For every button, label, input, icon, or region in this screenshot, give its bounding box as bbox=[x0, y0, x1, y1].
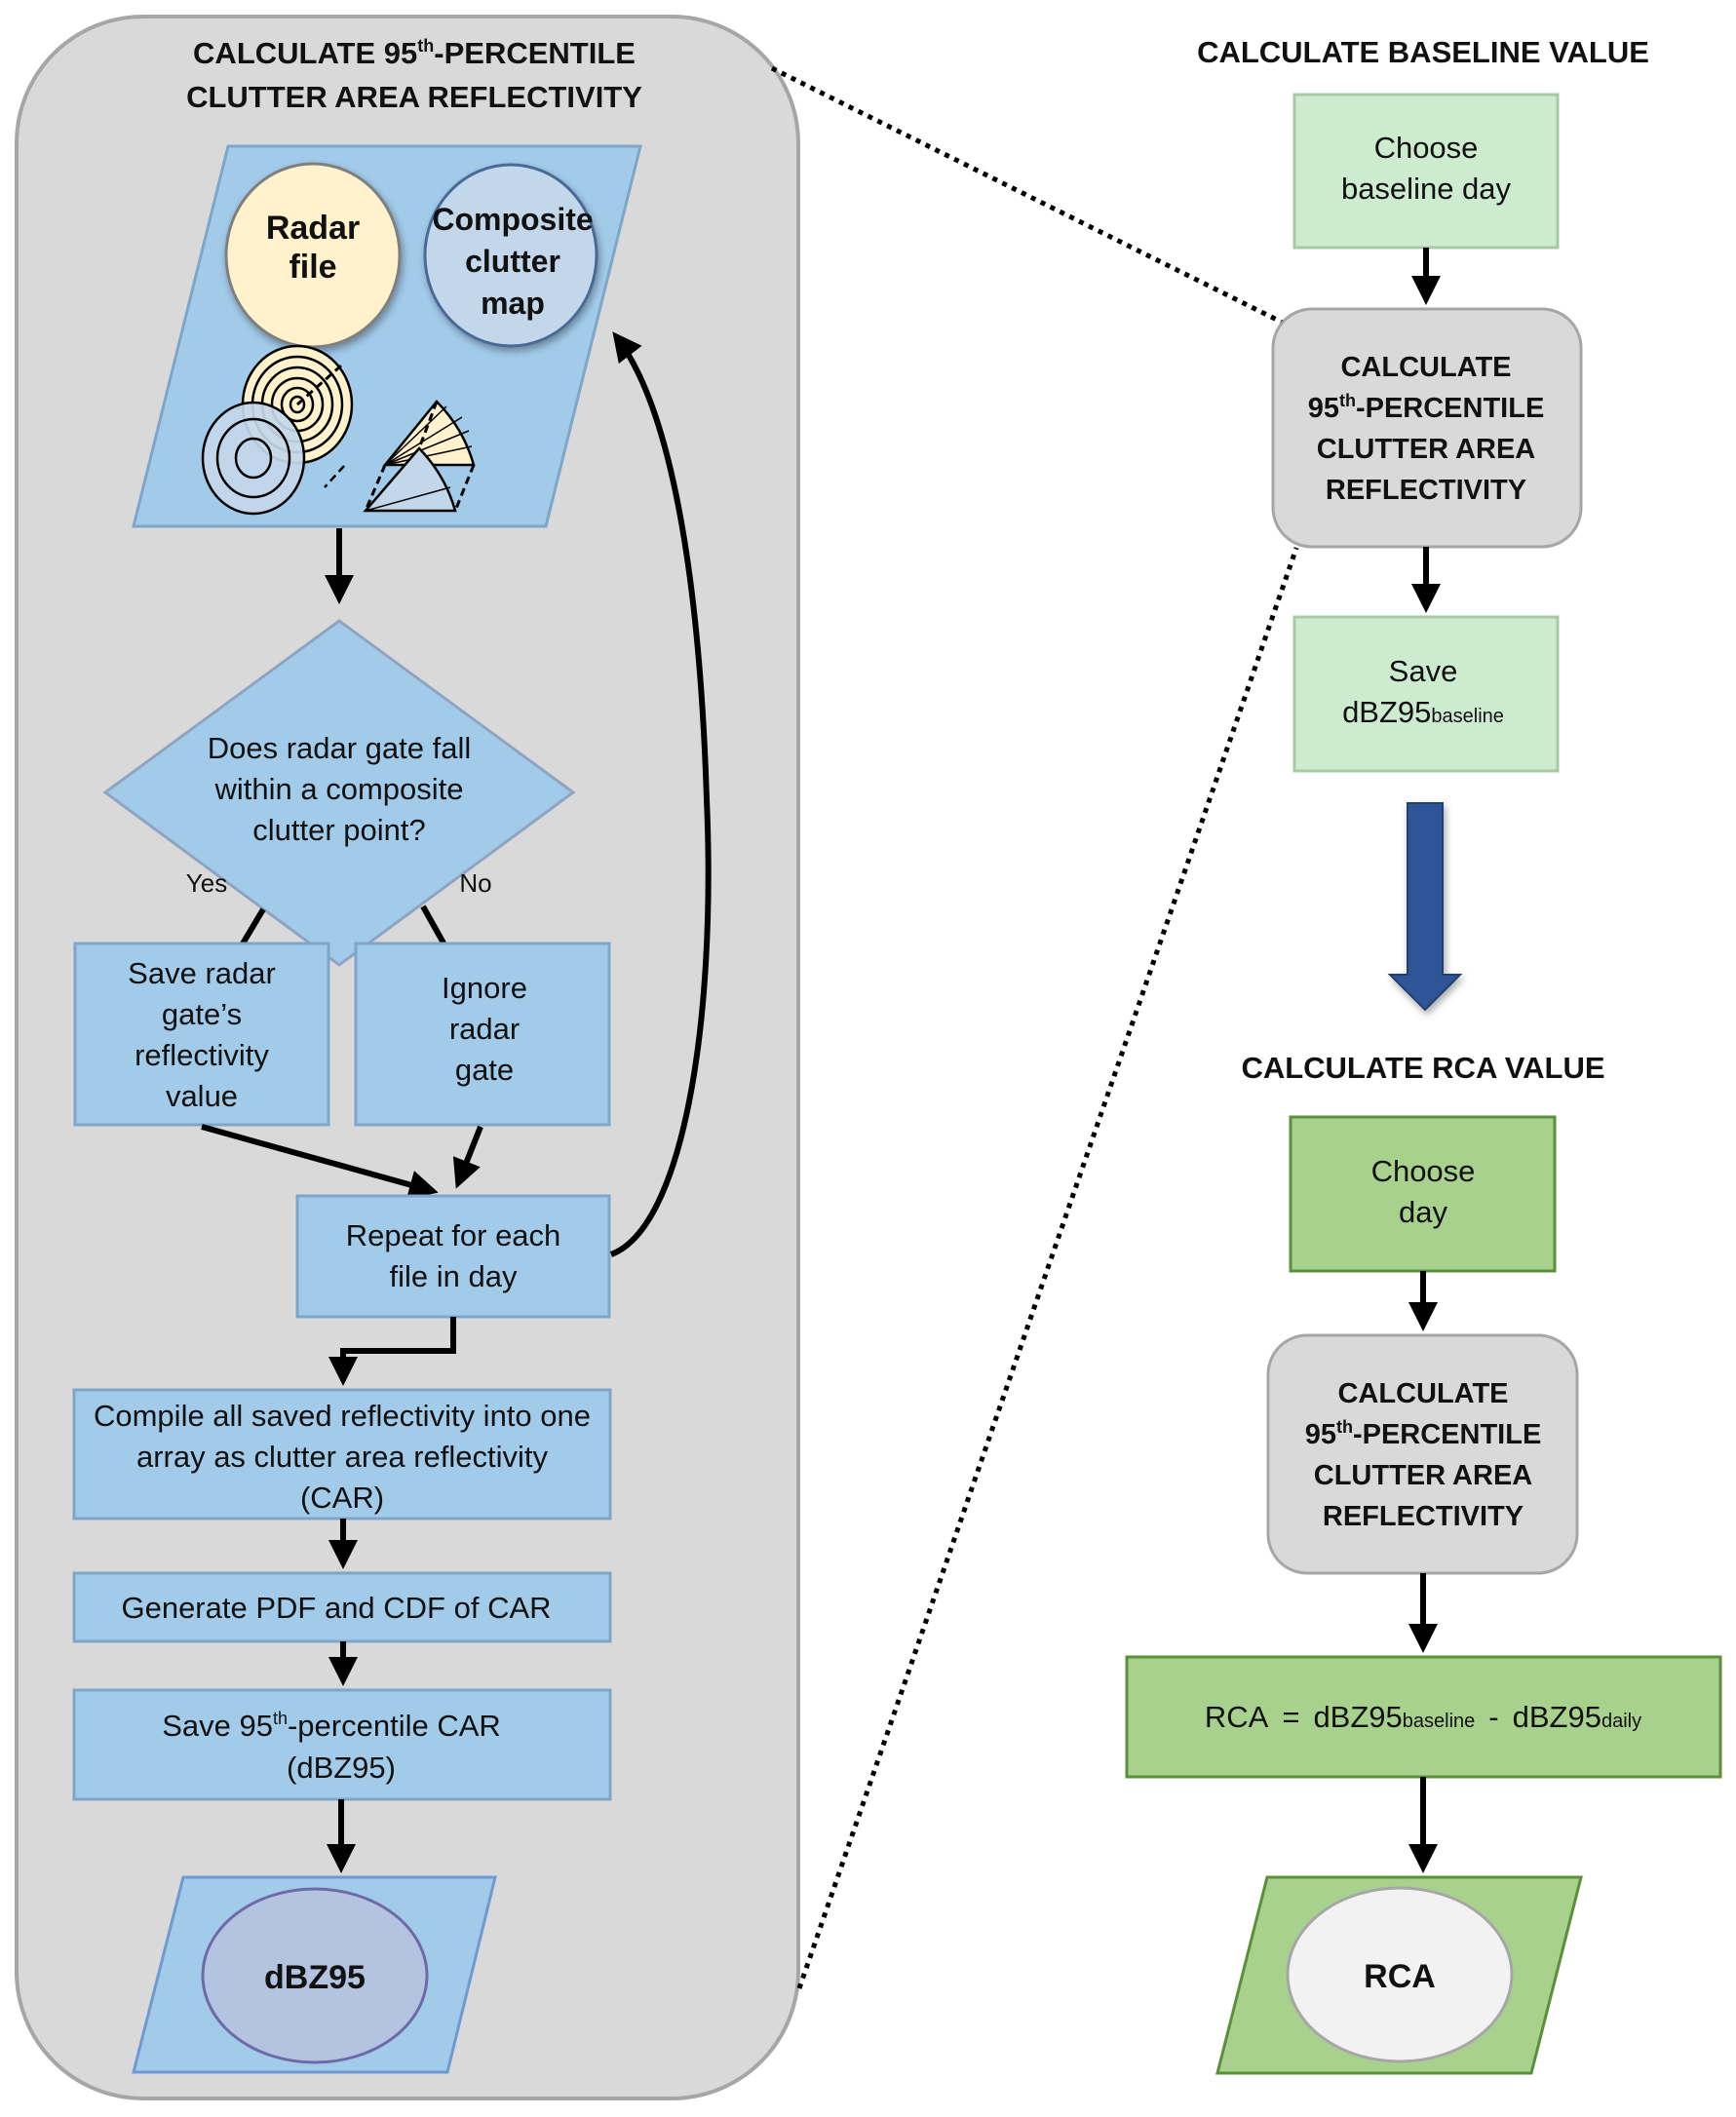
compile-line1: Compile all saved reflectivity into one bbox=[94, 1399, 591, 1433]
save95-line2: (dBZ95) bbox=[287, 1751, 396, 1785]
calc-percentile-box-daily[interactable]: CALCULATE 95th-PERCENTILE CLUTTER AREA R… bbox=[1266, 1333, 1579, 1575]
composite-clutter-map-circle[interactable]: Composite clutter map bbox=[423, 163, 598, 348]
calc-percentile-box-baseline[interactable]: CALCULATE 95th-PERCENTILE CLUTTER AREA R… bbox=[1271, 307, 1583, 549]
arrow-repeat-to-compile bbox=[328, 1317, 456, 1386]
repeat-line1: Repeat for each bbox=[346, 1218, 561, 1252]
generate-text: Generate PDF and CDF of CAR bbox=[121, 1591, 551, 1625]
compile-line3: (CAR) bbox=[300, 1481, 384, 1515]
radar-ppi-icon bbox=[201, 344, 354, 516]
ignore-gate-line2: radar bbox=[449, 1012, 520, 1046]
calc-baseline-line4: REFLECTIVITY bbox=[1326, 475, 1526, 506]
calc-baseline-line1: CALCULATE bbox=[1340, 352, 1511, 383]
radar-file-label-1: Radar bbox=[266, 210, 360, 247]
zoom-connector-bottom bbox=[796, 547, 1299, 1989]
save-gate-line2: gate’s bbox=[162, 997, 242, 1031]
big-down-arrow-icon bbox=[1387, 802, 1463, 1012]
choose-baseline-line1: Choose bbox=[1374, 131, 1479, 165]
rca-section: CALCULATE RCA VALUE Choose day CALCULATE… bbox=[1125, 1051, 1722, 2075]
save-baseline-box[interactable]: Save dBZ95baseline bbox=[1292, 615, 1560, 773]
detail-panel: CALCULATE 95th-PERCENTILE CLUTTER AREA R… bbox=[15, 15, 800, 2100]
choose-day-box[interactable]: Choose day bbox=[1289, 1115, 1557, 1273]
calc-baseline-line2: 95th-PERCENTILE bbox=[1308, 391, 1545, 424]
calc-daily-line2: 95th-PERCENTILE bbox=[1305, 1417, 1542, 1450]
arrow-loop-back bbox=[609, 331, 712, 1257]
repeat-line2: file in day bbox=[390, 1259, 518, 1293]
save-95th-box[interactable]: Save 95th-percentile CAR (dBZ95) bbox=[72, 1688, 612, 1801]
yes-label: Yes bbox=[186, 868, 227, 898]
output-dbz95[interactable]: dBZ95 bbox=[132, 1875, 497, 2074]
radar-rhi-icon bbox=[363, 400, 476, 513]
ignore-gate-line1: Ignore bbox=[442, 971, 527, 1005]
repeat-box[interactable]: Repeat for each file in day bbox=[295, 1194, 611, 1319]
save-baseline-line2: dBZ95baseline bbox=[1342, 695, 1504, 729]
clutter-map-label-3: map bbox=[481, 286, 545, 321]
save-baseline-line1: Save bbox=[1389, 654, 1458, 688]
calc-daily-line3: CLUTTER AREA bbox=[1314, 1460, 1533, 1491]
output-rca[interactable]: RCA bbox=[1215, 1875, 1583, 2075]
save-gate-line4: value bbox=[166, 1079, 238, 1113]
output-rca-label: RCA bbox=[1364, 1958, 1436, 1995]
radar-file-circle[interactable]: Radar file bbox=[224, 162, 402, 349]
calc-daily-line4: REFLECTIVITY bbox=[1323, 1501, 1524, 1532]
decision-radar-gate[interactable]: Does radar gate fall within a composite … bbox=[102, 619, 576, 967]
generate-box[interactable]: Generate PDF and CDF of CAR bbox=[72, 1571, 612, 1643]
decision-text-line1: Does radar gate fall bbox=[208, 731, 472, 765]
ignore-gate-box[interactable]: Ignore radar gate bbox=[354, 942, 611, 1127]
compile-box[interactable]: Compile all saved reflectivity into one … bbox=[72, 1388, 612, 1520]
clutter-map-label-2: clutter bbox=[465, 244, 560, 279]
choose-day-line2: day bbox=[1399, 1195, 1447, 1229]
choose-day-line1: Choose bbox=[1371, 1154, 1476, 1188]
rca-formula-text: RCA=dBZ95baseline-dBZ95daily bbox=[1205, 1700, 1641, 1734]
detail-panel-title-line2: CLUTTER AREA REFLECTIVITY bbox=[186, 80, 642, 114]
input-data-node[interactable]: Radar file Composite clutter map bbox=[132, 144, 642, 528]
rca-formula-box[interactable]: RCA=dBZ95baseline-dBZ95daily bbox=[1125, 1655, 1722, 1779]
no-label: No bbox=[459, 868, 491, 898]
rca-section-title: CALCULATE RCA VALUE bbox=[1241, 1051, 1604, 1085]
detail-panel-title-line1: CALCULATE 95th-PERCENTILE bbox=[193, 36, 636, 70]
baseline-section-title: CALCULATE BASELINE VALUE bbox=[1197, 35, 1649, 69]
choose-baseline-line2: baseline day bbox=[1341, 172, 1512, 206]
output-dbz95-label: dBZ95 bbox=[264, 1959, 366, 1996]
arrow-save-to-repeat bbox=[201, 1124, 439, 1200]
save-gate-box[interactable]: Save radar gate’s reflectivity value bbox=[73, 942, 330, 1127]
arrow-ignore-to-repeat bbox=[452, 1125, 483, 1189]
calc-baseline-line3: CLUTTER AREA bbox=[1317, 434, 1536, 465]
zoom-connector-top bbox=[770, 65, 1298, 332]
ignore-gate-line3: gate bbox=[455, 1053, 514, 1087]
decision-text-line3: clutter point? bbox=[252, 813, 426, 847]
save-gate-line3: reflectivity bbox=[135, 1038, 269, 1072]
save-gate-line1: Save radar bbox=[128, 956, 276, 990]
decision-text-line2: within a composite bbox=[213, 772, 463, 806]
calc-daily-line1: CALCULATE bbox=[1337, 1378, 1508, 1409]
baseline-section: CALCULATE BASELINE VALUE Choose baseline… bbox=[1197, 35, 1649, 1012]
radar-file-label-2: file bbox=[289, 249, 336, 286]
save95-line1: Save 95th-percentile CAR bbox=[162, 1709, 501, 1743]
clutter-map-label-1: Composite bbox=[432, 202, 593, 237]
compile-line2: array as clutter area reflectivity bbox=[136, 1440, 549, 1474]
choose-baseline-day-box[interactable]: Choose baseline day bbox=[1292, 93, 1560, 250]
